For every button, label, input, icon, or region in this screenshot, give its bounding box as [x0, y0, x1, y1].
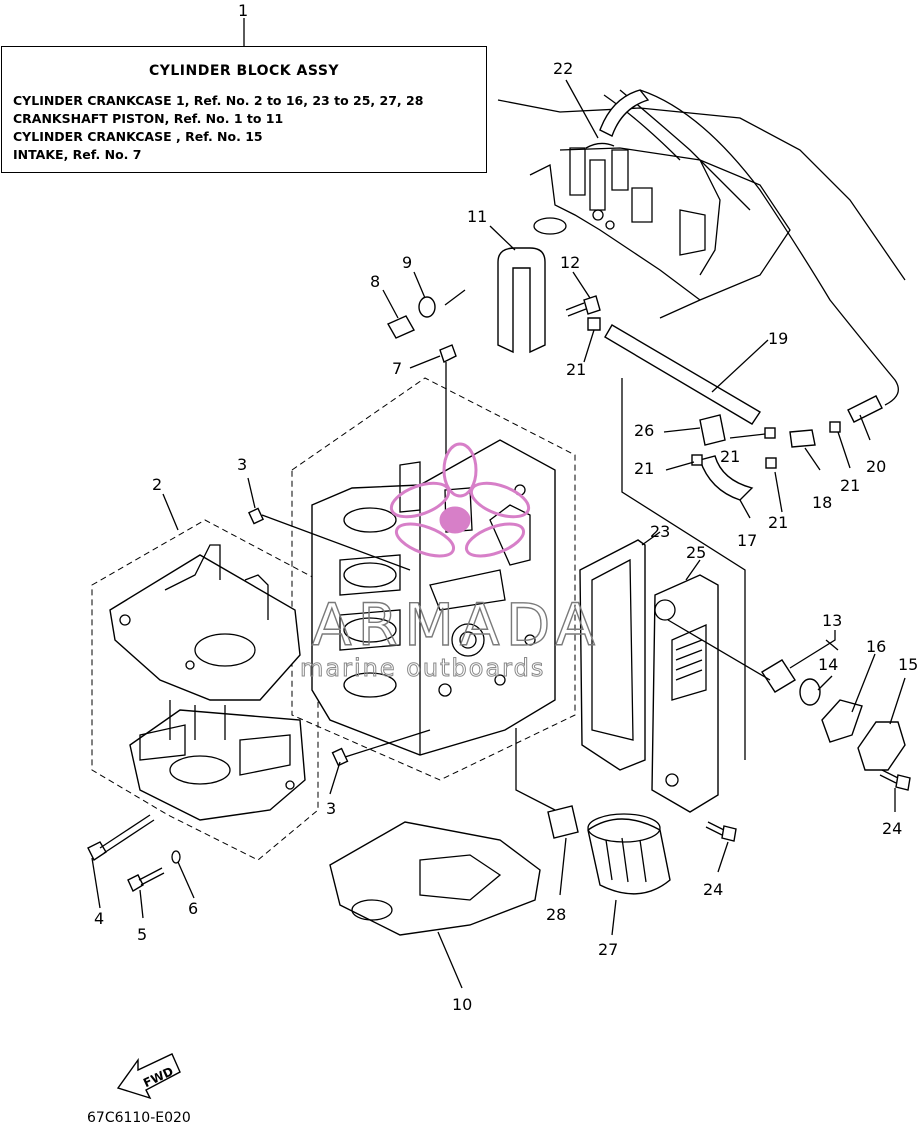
bolt-12 [565, 295, 601, 317]
callout-9: 9 [402, 253, 412, 272]
assembly-row-3: CYLINDER CRANKCASE , Ref. No. 15 [13, 129, 263, 144]
callout-21-lower: 21 [768, 513, 788, 532]
oil-filter-27 [587, 813, 671, 895]
callout-23: 23 [650, 522, 670, 541]
block-dashed-frame [291, 377, 576, 781]
callout-13: 13 [822, 611, 842, 630]
callout-19: 19 [768, 329, 788, 348]
callout-26: 26 [634, 421, 654, 440]
thermostat-13 [761, 659, 796, 693]
dowel-pin-3-lower [331, 747, 349, 767]
watermark-main-text: ARMADA [312, 591, 601, 659]
clip-21-c [829, 421, 841, 433]
callout-25: 25 [686, 543, 706, 562]
cover-15 [857, 721, 906, 771]
callout-21-top: 21 [566, 360, 586, 379]
bolt-24-lower [705, 821, 725, 836]
armada-watermark: ARMADA marine outboards [300, 442, 601, 683]
gasket-9 [418, 296, 436, 318]
callout-4: 4 [94, 909, 104, 928]
bolt-24-right [879, 769, 899, 784]
callout-5: 5 [137, 925, 147, 944]
plug-7 [439, 344, 457, 363]
callout-17: 17 [737, 531, 757, 550]
fwd-direction-arrow: FWD [116, 1053, 181, 1100]
callout-numbers: 1 22 11 12 8 9 7 21 19 26 21 21 21 21 20… [94, 1, 918, 1014]
clip-21-b [765, 457, 777, 469]
hose-20 [847, 395, 883, 423]
assembly-row-1: CYLINDER CRANKCASE 1, Ref. No. 2 to 16, … [13, 93, 424, 108]
fitting-18 [789, 429, 816, 448]
assembly-row-2: CRANKSHAFT PISTON, Ref. No. 1 to 11 [13, 111, 284, 126]
callout-11: 11 [467, 207, 487, 226]
callout-14: 14 [818, 655, 838, 674]
gasket-16 [821, 699, 863, 743]
gasket-10 [329, 821, 541, 936]
watermark-sub-text: marine outboards [300, 654, 545, 682]
callout-12: 12 [560, 253, 580, 272]
callout-20: 20 [866, 457, 886, 476]
long-hose-line [639, 89, 899, 406]
callout-27: 27 [598, 940, 618, 959]
plug-8 [387, 315, 415, 339]
gasket-14 [799, 678, 821, 706]
bolt-5 [127, 867, 165, 893]
leader-lines [91, 18, 906, 989]
assembly-info-box: CYLINDER BLOCK ASSY CYLINDER CRANKCASE 1… [1, 46, 487, 173]
hose-22 [585, 89, 650, 149]
callout-10: 10 [452, 995, 472, 1014]
callout-21-mid: 21 [720, 447, 740, 466]
assembly-title: CYLINDER BLOCK ASSY [148, 63, 340, 79]
callout-21-right: 21 [840, 476, 860, 495]
dowel-pin-3-upper [248, 507, 264, 525]
crankcase-part-2 [109, 544, 306, 821]
washer-6 [171, 850, 181, 864]
hose-17 [699, 455, 754, 501]
crankcase-dashed-frame [91, 519, 319, 861]
hose-19 [604, 324, 761, 425]
assembly-row-4: INTAKE, Ref. No. 7 [13, 147, 142, 162]
callout-3-upper: 3 [237, 455, 247, 474]
clip-21-d [691, 454, 703, 466]
callout-7: 7 [392, 359, 402, 378]
cover-25 [651, 574, 719, 813]
callout-22: 22 [553, 59, 573, 78]
callout-21-left: 21 [634, 459, 654, 478]
callout-28: 28 [546, 905, 566, 924]
callout-24-right: 24 [882, 819, 902, 838]
callout-15: 15 [898, 655, 918, 674]
bolt-4 [87, 814, 155, 862]
clip-21-a [764, 427, 776, 439]
gasket-23 [579, 539, 646, 771]
clip-21-top [587, 317, 601, 331]
fitting-26 [699, 414, 726, 446]
callout-2: 2 [152, 475, 162, 494]
watermark-flower-logo [389, 442, 531, 558]
callout-24-lower: 24 [703, 880, 723, 899]
diagram-code: 67C6110-E020 [87, 1110, 191, 1126]
callout-3-lower: 3 [326, 799, 336, 818]
callout-8: 8 [370, 272, 380, 291]
callout-18: 18 [812, 493, 832, 512]
callout-6: 6 [188, 899, 198, 918]
union-28 [547, 805, 579, 839]
part-11-bracket [497, 247, 546, 354]
engine-background-outline [497, 89, 906, 319]
callout-1: 1 [238, 1, 248, 20]
callout-16: 16 [866, 637, 886, 656]
